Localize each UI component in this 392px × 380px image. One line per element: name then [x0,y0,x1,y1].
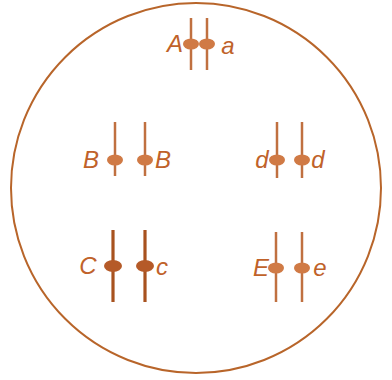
allele-label: C [79,254,96,278]
cell-outline [11,3,381,373]
allele-label: d [255,148,268,172]
allele-label: d [311,148,324,172]
allele-label: a [221,34,234,58]
allele-label: e [313,256,326,280]
chromosome-lines [113,18,302,302]
allele-label: A [167,32,183,56]
gene-loci [104,39,310,274]
allele-label: c [156,255,168,279]
allele-label: B [83,148,99,172]
allele-label: E [253,256,269,280]
allele-label: B [155,148,171,172]
